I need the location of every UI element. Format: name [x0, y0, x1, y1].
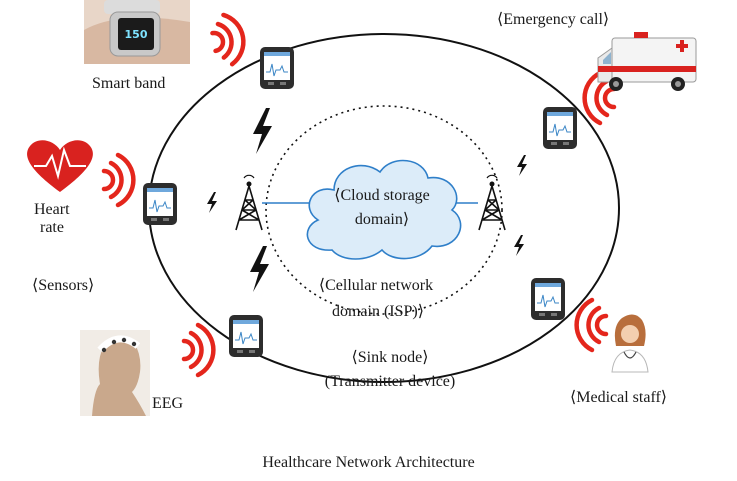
- eeg-head-icon: [80, 330, 150, 416]
- wireless-signal-icon-medical: [577, 300, 606, 350]
- heart-icon: [27, 140, 93, 192]
- cloud-label-line1: ⟨Cloud storage: [334, 187, 430, 204]
- cellular-network-ring: [265, 105, 503, 315]
- smartwatch-screen-value: 150: [125, 28, 148, 41]
- lightning-icon-bottom: [250, 246, 269, 292]
- handheld-device-icon-top: [259, 46, 295, 90]
- cloud-label-line2: domain⟩: [355, 211, 409, 228]
- sink-node-label: ⟨Sink node⟩: [352, 349, 429, 366]
- wireless-signal-icon-heart: [104, 155, 133, 205]
- sensors-label: ⟨Sensors⟩: [32, 277, 94, 294]
- handheld-device-icon-bottom: [228, 314, 264, 358]
- rate-label: rate: [40, 219, 64, 236]
- heart-label: Heart: [34, 201, 70, 218]
- wireless-signal-icon-eeg: [184, 325, 213, 375]
- smart-band-label: Smart band: [92, 75, 165, 92]
- medical-staff-label: ⟨Medical staff⟩: [570, 389, 667, 406]
- lightning-icon-top: [253, 108, 272, 154]
- emergency-call-label: ⟨Emergency call⟩: [497, 11, 609, 28]
- doctor-icon: [611, 314, 649, 373]
- wireless-signal-icon-smartband: [210, 12, 248, 66]
- tower-icon-left: [235, 174, 263, 231]
- cloud-icon: [306, 159, 462, 260]
- handheld-device-icon-right-top: [542, 106, 578, 150]
- lightning-icon-small-left: [207, 192, 217, 213]
- smartwatch-icon: 150: [84, 0, 190, 64]
- handheld-device-icon-right-bottom: [530, 277, 566, 321]
- lightning-icon-small-right-bottom: [514, 235, 524, 256]
- cellular-label-line1: ⟨Cellular network: [319, 277, 433, 294]
- eeg-label: EEG: [152, 395, 184, 412]
- diagram-caption: Healthcare Network Architecture: [262, 454, 475, 471]
- lightning-icon-small-right-top: [517, 155, 527, 176]
- handheld-device-icon-left: [142, 182, 178, 226]
- transmitter-label: (Transmitter device): [325, 373, 455, 390]
- ambulance-icon: [597, 32, 697, 91]
- cellular-label-line2: domain (ISP)⟩: [332, 303, 424, 320]
